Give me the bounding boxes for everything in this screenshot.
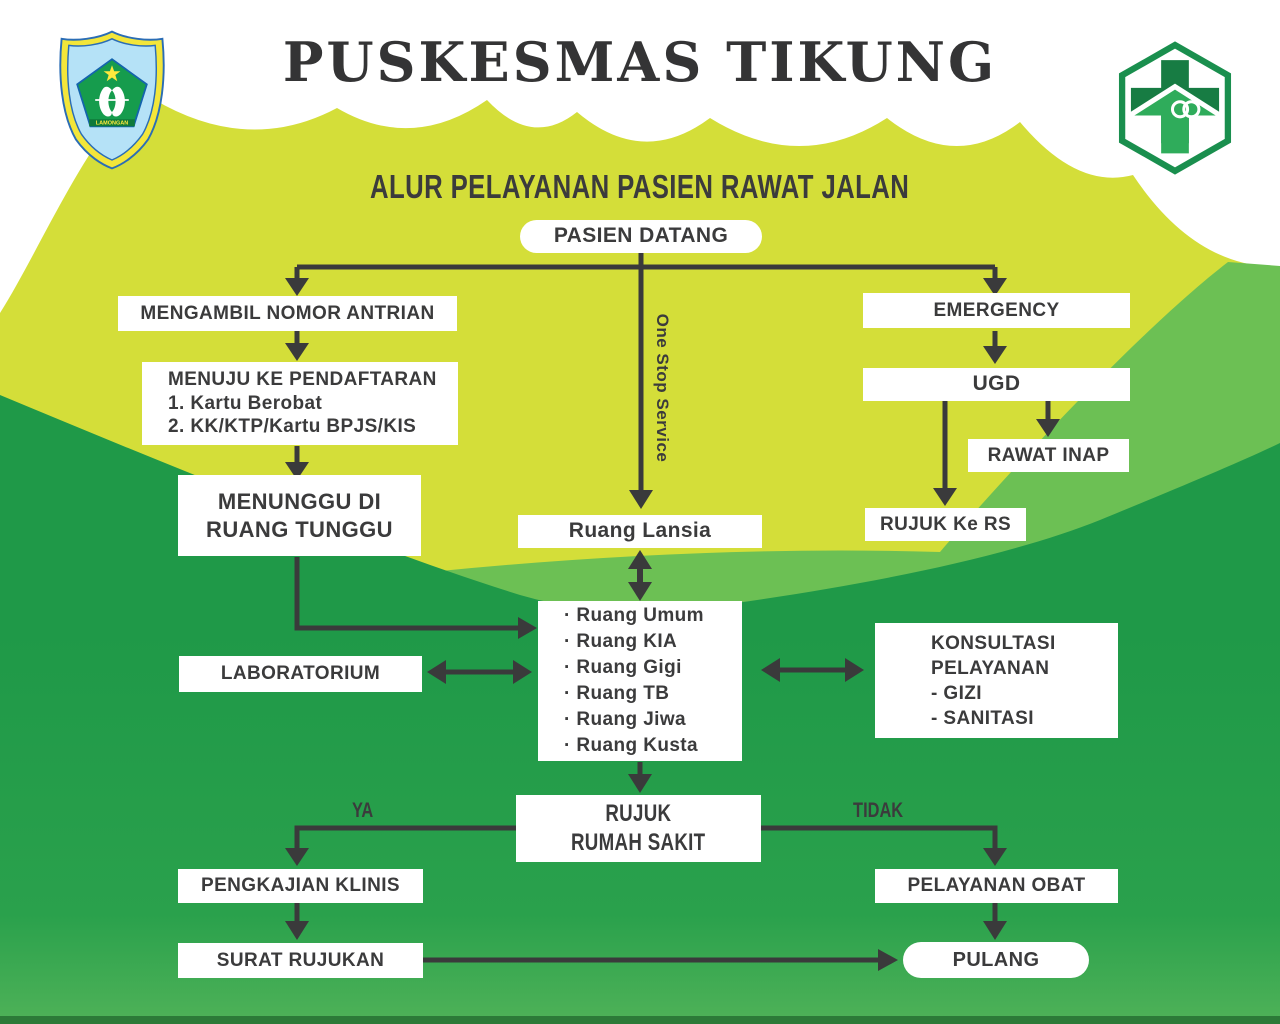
bullet: · <box>564 657 571 678</box>
node-ruang-lansia: Ruang Lansia <box>518 515 762 548</box>
room-item: Ruang TB <box>576 683 670 704</box>
room-item: Ruang Kusta <box>576 735 698 756</box>
bullet: · <box>564 605 571 626</box>
node-laboratorium: LABORATORIUM <box>179 656 422 692</box>
node-pulang: PULANG <box>903 942 1089 978</box>
node-menuju-ke-pendaftaran: MENUJU KE PENDAFTARAN 1. Kartu Berobat 2… <box>142 362 458 445</box>
lamongan-regency-crest-logo: LAMONGAN <box>59 30 165 170</box>
bullet: · <box>564 709 571 730</box>
node-rooms-list: · Ruang Umum · Ruang KIA · Ruang Gigi · … <box>538 601 742 761</box>
room-item: Ruang Jiwa <box>576 709 686 730</box>
bullet: · <box>564 631 571 652</box>
one-stop-service-label: One Stop Service <box>653 313 672 463</box>
node-pelayanan-obat: PELAYANAN OBAT <box>875 869 1118 903</box>
node-ugd: UGD <box>863 368 1130 401</box>
node-menunggu-di-ruang-tunggu: MENUNGGU DI RUANG TUNGGU <box>178 475 421 556</box>
node-konsultasi-pelayanan: KONSULTASI PELAYANAN - GIZI - SANITASI <box>875 623 1118 738</box>
puskesmas-green-cross-logo <box>1118 41 1232 175</box>
poster-subtitle: ALUR PELAYANAN PASIEN RAWAT JALAN <box>0 168 1280 206</box>
node-surat-rujukan: SURAT RUJUKAN <box>178 943 423 978</box>
branch-label-tidak: TIDAK <box>852 799 904 822</box>
node-mengambil-nomor-antrian: MENGAMBIL NOMOR ANTRIAN <box>118 296 457 331</box>
poster-subtitle-text: ALUR PELAYANAN PASIEN RAWAT JALAN <box>370 168 910 205</box>
node-rawat-inap: RAWAT INAP <box>968 439 1129 472</box>
poster-title: PUSKESMAS TIKUNG <box>282 30 998 94</box>
room-item: Ruang Umum <box>576 605 704 626</box>
room-item: Ruang KIA <box>576 631 678 652</box>
pendaftaran-item-2: 2. KK/KTP/Kartu BPJS/KIS <box>168 416 417 438</box>
room-item: Ruang Gigi <box>576 657 682 678</box>
node-rujuk-rumah-sakit: RUJUK RUMAH SAKIT <box>516 795 761 862</box>
branch-label-ya: YA <box>352 799 374 822</box>
node-pasien-datang: PASIEN DATANG <box>520 220 762 253</box>
pendaftaran-title: MENUJU KE PENDAFTARAN <box>168 368 437 390</box>
node-pengkajian-klinis: PENGKAJIAN KLINIS <box>178 869 423 903</box>
bullet: · <box>564 735 571 756</box>
node-emergency: EMERGENCY <box>863 293 1130 328</box>
node-rujuk-ke-rs: RUJUK Ke RS <box>865 508 1026 541</box>
crest-banner-text: LAMONGAN <box>96 121 128 127</box>
bullet: · <box>564 683 571 704</box>
pendaftaran-item-1: 1. Kartu Berobat <box>168 392 323 414</box>
